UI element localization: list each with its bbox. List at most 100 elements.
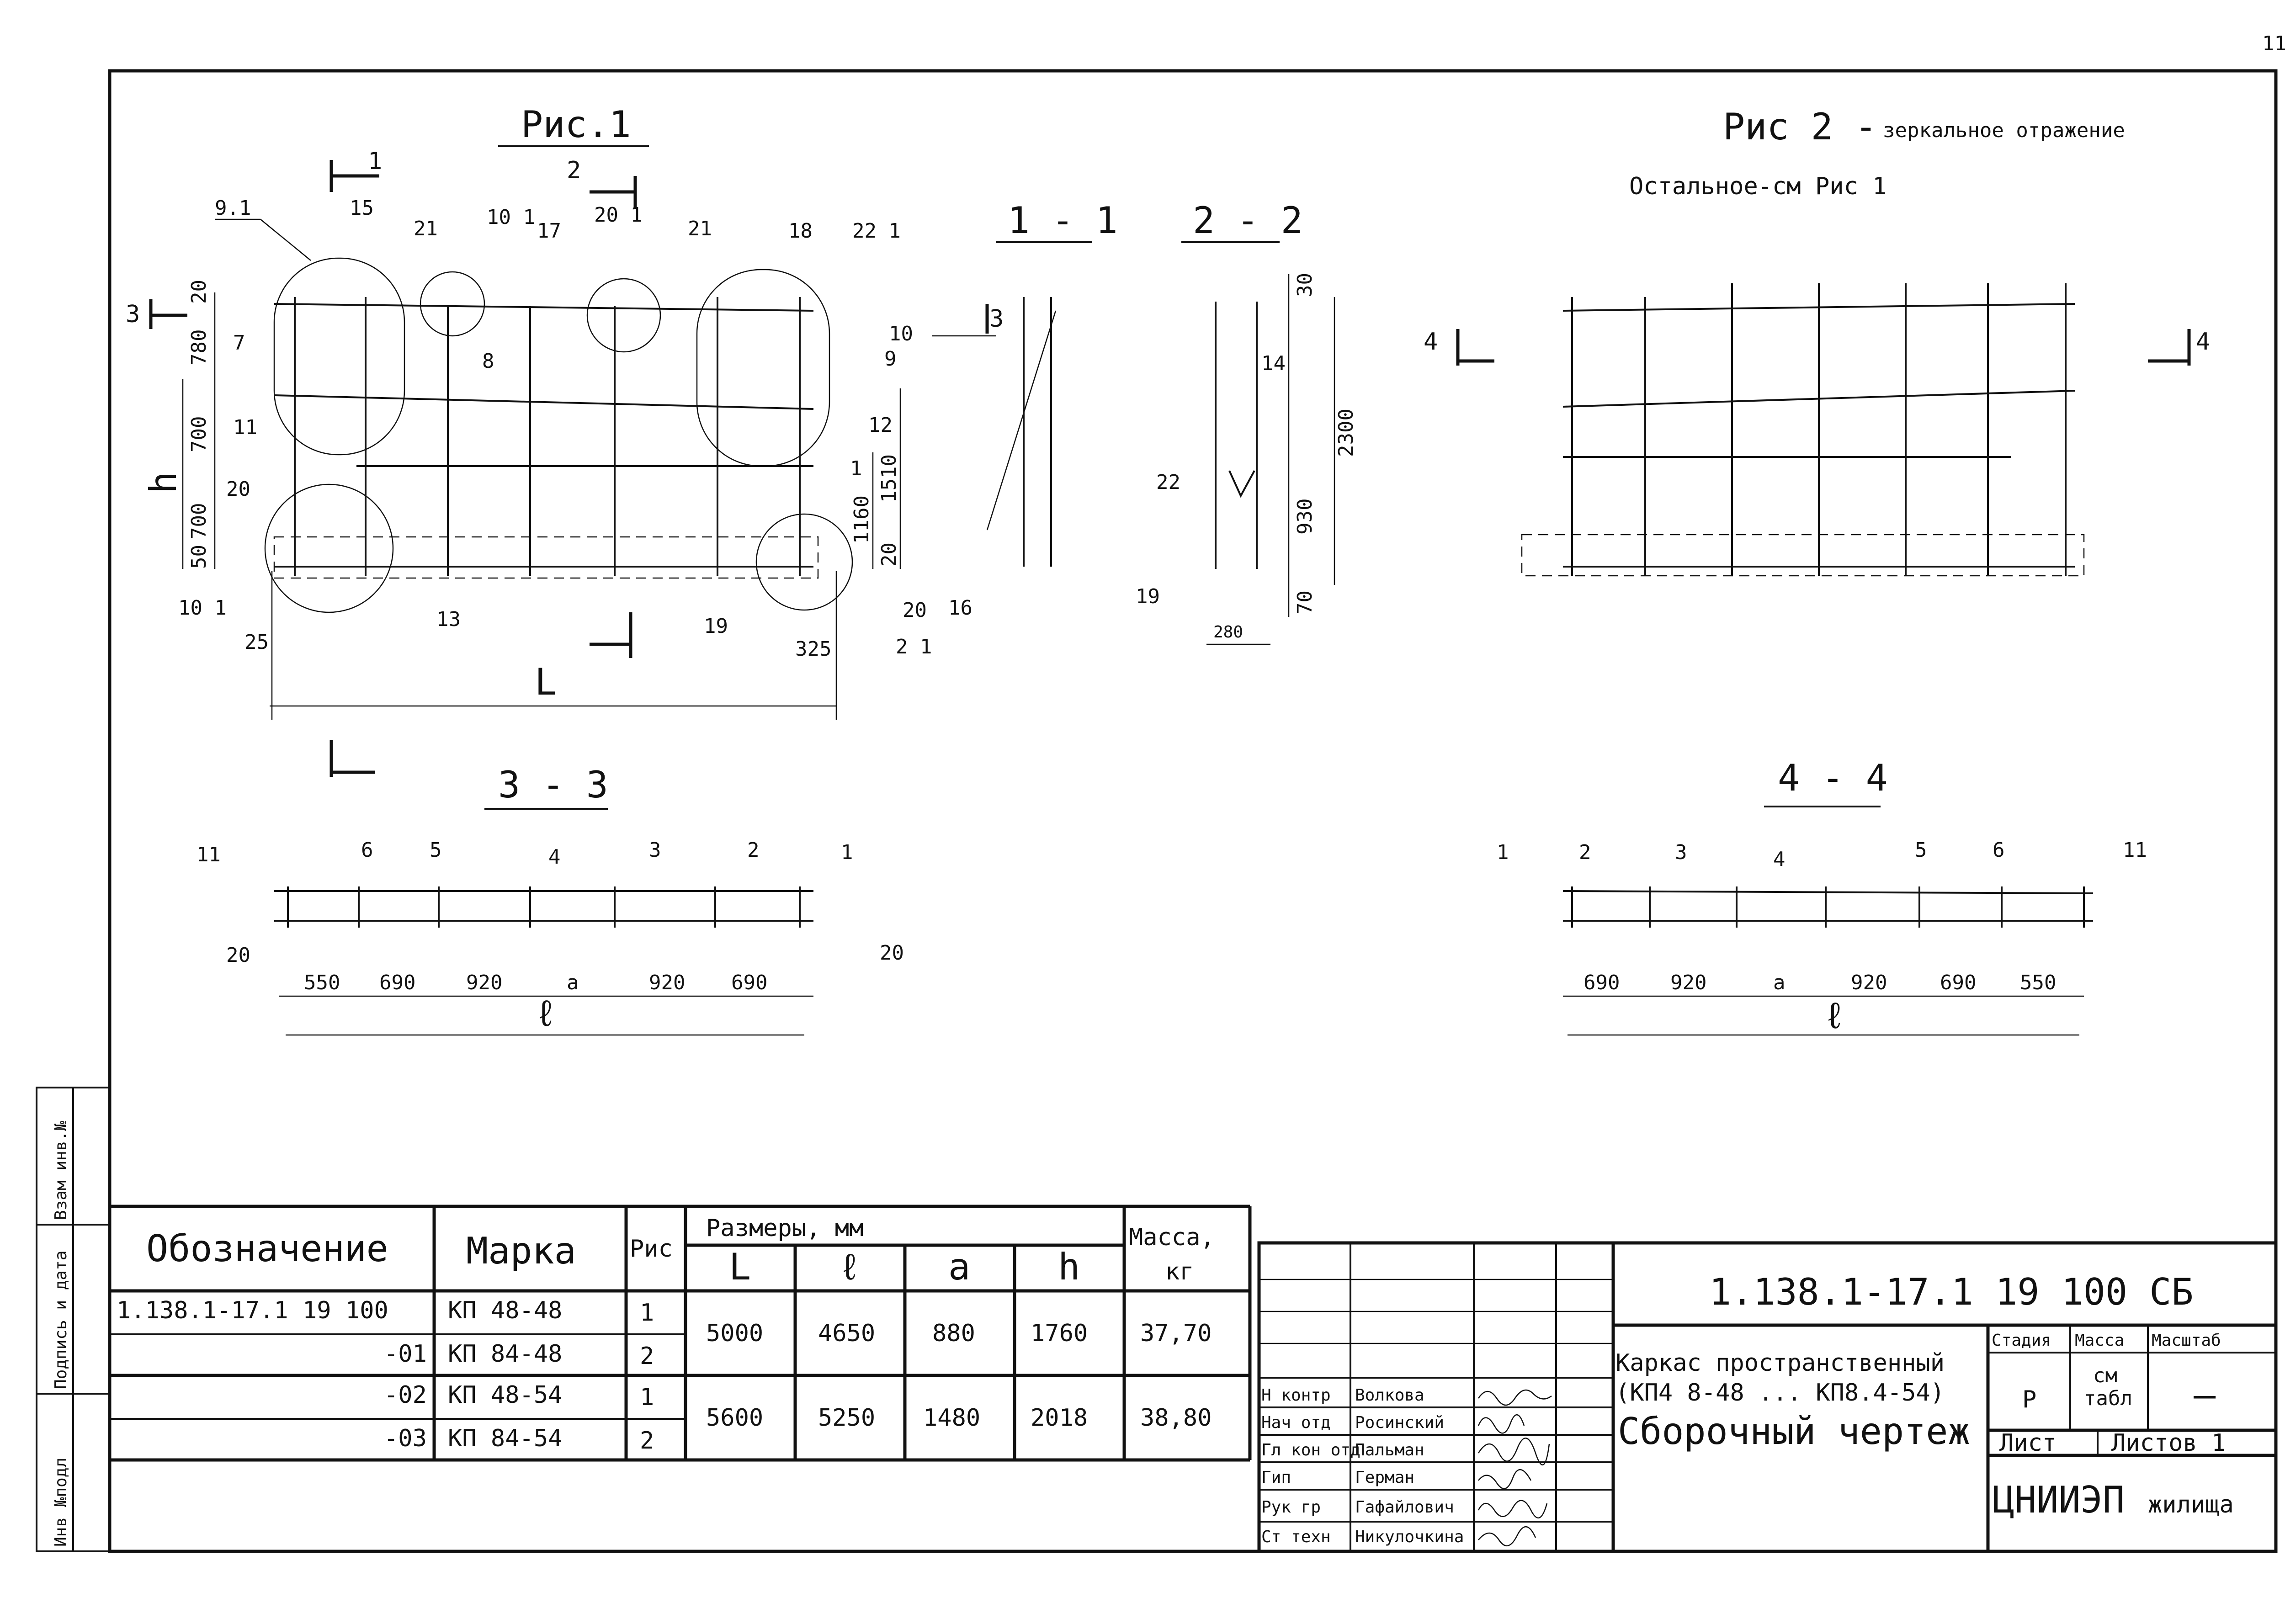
fig1-callout: 1 [850,457,862,480]
spec-col-sizes: Размеры, мм [706,1215,863,1242]
sec11-title: 1 - 1 [1008,199,1118,242]
spec-group-l: 5250 [818,1404,875,1432]
sec44-callout: 5 [1915,839,1927,862]
spec-col-h: h [1058,1246,1080,1288]
sec33-callout: 5 [430,839,442,862]
spec-col-l: ℓ [839,1246,861,1288]
sec33-callout: 4 [548,845,561,869]
sec44-callout: 11 [2123,839,2147,862]
tb-name-line3: Сборочный чертеж [1618,1410,1970,1453]
tb-mass-2: табл [2084,1387,2132,1410]
sec22-dim: 30 [1293,273,1317,297]
spec-col-mass-unit: кг [1165,1258,1194,1285]
sec33-dim: 550 [304,971,340,994]
tb-stage-header: Стадия [1992,1331,2051,1350]
spec-row-designation: -02 [384,1381,427,1409]
sec33-callout: 11 [197,843,221,866]
sec33-dim: 690 [731,971,767,994]
spec-group-a: 1480 [923,1404,980,1432]
sec44-title: 4 - 4 [1778,757,1888,799]
spec-row-fig: 2 [640,1343,654,1370]
fig1-title: Рис.1 [521,103,631,146]
sec44-dim: 690 [1940,971,1976,994]
fig2-subtitle: зеркальное отражение [1883,119,2125,142]
sec22-callout: 22 [1156,471,1180,494]
side-stamp-label: Взам инв.№ [52,1121,70,1220]
sec22-title: 2 - 2 [1193,199,1303,242]
section-1-1: 1 - 1 3 16 [932,199,1118,620]
signer-role: Н контр [1261,1386,1331,1405]
signer-role: Гл кон отд [1261,1441,1360,1459]
sec44-callout: 6 [1993,839,2005,862]
sec22-callout: 19 [1136,585,1160,608]
sec22-dim: 930 [1293,499,1317,535]
sec33-title: 3 - 3 [498,764,608,806]
spec-row-mark: КП 48-54 [448,1381,562,1409]
spec-group-a: 880 [932,1320,975,1347]
fig1-callout: 18 [788,219,813,243]
signer-role: Нач отд [1261,1413,1331,1432]
spec-group-L: 5600 [706,1404,763,1432]
tb-org-1: ЦНИИЭП [1993,1479,2125,1521]
spec-row-designation: 1.138.1-17.1 19 100 [117,1297,388,1324]
sec44-dim: 550 [2020,971,2056,994]
fig1-callout: 20 1 [594,203,643,227]
fig1-dim-25: 25 [244,631,269,654]
tb-name-line2: (КП4 8-48 ... КП8.4-54) [1615,1379,1945,1406]
fig1-callout: 10 1 [178,596,227,620]
sec22-callout: 14 [1261,352,1286,375]
title-block: Н контр Волкова Нач отд Росинский Гл кон… [1257,1241,2278,1553]
sec44-dim: a [1773,971,1785,994]
spec-row-mark: КП 84-48 [448,1340,562,1368]
signer-name: Никулочкина [1355,1528,1464,1546]
spec-group-L: 5000 [706,1320,763,1347]
fig1-callout: 20 [903,599,927,622]
sec33-dim: 920 [649,971,685,994]
fig1-callout: 12 [868,414,893,437]
signer-role: Гип [1261,1468,1291,1487]
fig1-sec3-label: 3 [126,301,140,328]
side-stamp: Взам инв.№ Подпись и дата Инв №подл [36,1087,111,1552]
sec33-dim: a [567,971,579,994]
fig1-callout: 13 [436,608,461,631]
signer-name: Волкова [1355,1386,1424,1405]
fig1-callout: 8 [482,350,494,373]
figure-2: Рис 2 - зеркальное отражение Остальное-с… [1424,106,2210,577]
spec-col-mass: Масса, [1129,1224,1215,1251]
side-stamp-label: Подпись и дата [52,1251,70,1389]
sec11-callout: 3 [989,305,1004,333]
signer-name: Гафайлович [1355,1498,1454,1517]
fig1-callout: 10 [889,322,913,345]
sec44-dim: 690 [1584,971,1620,994]
spec-col-designation: Обозначение [146,1227,388,1270]
fig1-h-label: h [142,472,185,494]
fig1-callout: 21 [688,217,712,240]
fig1-dim-right: 20 [877,542,901,567]
fig1-dim-left: 700 [187,503,211,539]
spec-group-h: 1760 [1031,1320,1088,1347]
sec22-dim: 2300 [1334,409,1358,457]
sec33-callout: 20 [880,941,904,965]
signer-name: Росинский [1355,1413,1444,1432]
sec33-dim: 920 [466,971,502,994]
fig1-dim-left: 780 [187,329,211,366]
spec-row-designation: -01 [384,1340,427,1368]
fig1-callout: 10 1 [487,206,535,229]
fig1-dim-left: 50 [187,545,211,569]
fig1-callout: 21 [414,217,438,240]
spec-row-designation: -03 [384,1425,427,1452]
signer-role: Ст техн [1261,1528,1331,1546]
sec44-callout: 4 [1773,848,1785,871]
fig1-callout: 22 1 [852,219,901,243]
tb-org-2: жилища [2148,1491,2234,1518]
fig1-sec1-label: 1 [368,148,382,175]
tb-mass-header: Масса [2075,1331,2124,1350]
sec44-callout: 2 [1579,841,1591,864]
sec11-callout: 16 [948,596,972,620]
sec44-dim: 920 [1851,971,1887,994]
sec33-callout: 20 [226,944,250,967]
fig1-callout: 20 [226,478,250,501]
fig1-callout: 17 [537,219,561,243]
sec44-callout: 3 [1675,841,1687,864]
spec-row-mark: КП 84-54 [448,1425,562,1452]
